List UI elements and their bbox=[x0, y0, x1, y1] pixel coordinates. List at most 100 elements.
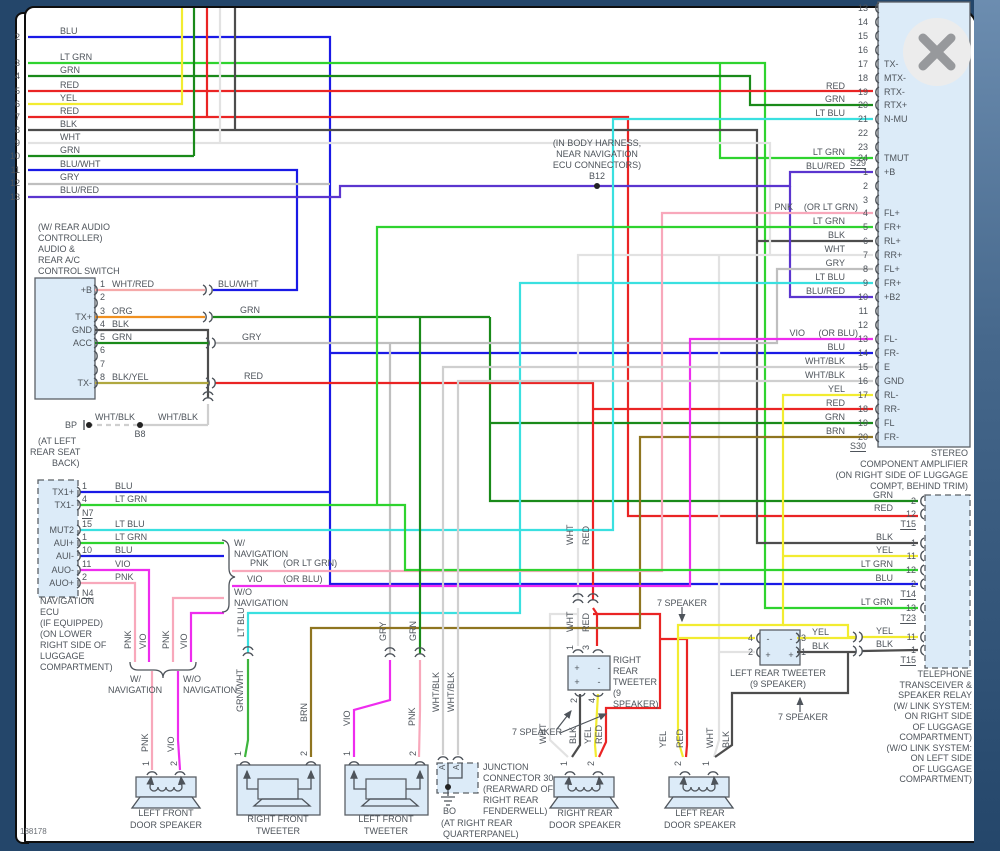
connector-s29: S29 bbox=[850, 158, 866, 168]
left-pin-11: 11 bbox=[11, 165, 20, 175]
wire-wht-15 bbox=[576, 253, 873, 600]
wire-label: 1 bbox=[141, 761, 151, 766]
wire-label: 3 bbox=[581, 645, 591, 650]
wire-label: 2 bbox=[911, 579, 916, 589]
wire-label: 2 bbox=[82, 572, 87, 582]
connector-arc-icon bbox=[564, 771, 576, 776]
wire-label: (9 SPEAKER) bbox=[750, 679, 806, 689]
wire-label: RR+ bbox=[884, 250, 902, 260]
wire-label: LT BLU bbox=[815, 272, 845, 282]
wire-label: TWEETER bbox=[256, 826, 300, 836]
wire-label: PNK bbox=[161, 630, 171, 649]
wire-label: DOOR SPEAKER bbox=[549, 820, 622, 830]
connector-arc-icon bbox=[452, 756, 464, 761]
wire-blk-45 bbox=[571, 694, 582, 758]
wire-vio-38 bbox=[352, 660, 392, 757]
pin-arc bbox=[875, 417, 880, 429]
wire-label: + bbox=[765, 650, 770, 660]
wire-label: ON RIGHT SIDE bbox=[905, 711, 972, 721]
pin-arc bbox=[93, 284, 98, 296]
wire-blk-72 bbox=[861, 648, 919, 653]
pin-arc bbox=[76, 524, 81, 536]
wire-vio-58 bbox=[232, 337, 873, 588]
navigation-option-brace bbox=[221, 539, 236, 613]
wire-label: RL+ bbox=[884, 236, 901, 246]
pin-arc bbox=[875, 113, 880, 125]
pin-arc bbox=[875, 277, 880, 289]
wire-yel-46 bbox=[593, 693, 600, 758]
wire-label: LT BLU bbox=[236, 607, 246, 637]
connector-arc-icon bbox=[574, 692, 586, 697]
wire-label: BACK) bbox=[52, 458, 80, 468]
wire-pnk-75 bbox=[417, 660, 422, 758]
wire-label: 2 bbox=[911, 496, 916, 506]
pin-arc bbox=[875, 194, 880, 206]
wire-label: YEL bbox=[60, 93, 77, 103]
wire-yel-7 bbox=[28, 8, 184, 106]
pin-arc bbox=[875, 249, 880, 261]
wire-label: RTX+ bbox=[884, 100, 907, 110]
wire-label: 17 bbox=[858, 59, 868, 69]
wire-label: RIGHT REAR bbox=[483, 795, 539, 805]
wire-label: FL+ bbox=[884, 264, 900, 274]
wire-label: (W/O LINK SYSTEM: bbox=[886, 743, 972, 753]
right-front-tweeter-box bbox=[236, 764, 321, 816]
wire-label: 18 bbox=[858, 404, 868, 414]
speaker-merge-brace bbox=[129, 661, 197, 679]
wire-label: GRY bbox=[242, 332, 261, 342]
wire-label: 6 bbox=[863, 236, 868, 246]
pin-arc bbox=[875, 44, 880, 56]
wire-label: - bbox=[767, 634, 770, 644]
wire-label: GRN bbox=[60, 65, 80, 75]
wire-label: 1 bbox=[911, 538, 916, 548]
telephone-relay-box bbox=[924, 494, 971, 669]
pin-arc bbox=[920, 550, 925, 562]
wire-label: 1 bbox=[100, 279, 105, 289]
left-rear-tweeter-box bbox=[759, 629, 801, 666]
wire-label: PNK bbox=[407, 707, 417, 726]
pin-arc bbox=[875, 361, 880, 373]
telephone-caption: TELEPHONE bbox=[917, 669, 972, 679]
wire-label: RL- bbox=[884, 390, 899, 400]
wire-label: 11 bbox=[859, 306, 868, 316]
wire-label: WHT/RED bbox=[112, 279, 154, 289]
wire-label: WHT/BLK bbox=[431, 672, 441, 712]
wire-label: LT GRN bbox=[115, 494, 147, 504]
seven-speaker-note: 7 SPEAKER bbox=[778, 712, 829, 722]
wire-label: TX1- bbox=[54, 500, 74, 510]
wire-label: FR- bbox=[884, 348, 899, 358]
left-front-tweeter-caption: LEFT FRONT bbox=[358, 814, 414, 824]
wire-label: WHT bbox=[538, 723, 548, 744]
wire-pnk-57 bbox=[232, 211, 873, 573]
wire-label: SPEAKER) bbox=[613, 699, 659, 709]
wire-label: 13 bbox=[858, 334, 868, 344]
wire-ltgrn-3 bbox=[28, 61, 918, 610]
wire-label: CONTROL SWITCH bbox=[38, 266, 120, 276]
right-rear-door-speaker-caption: RIGHT REAR bbox=[557, 808, 613, 818]
window-right-strip bbox=[974, 0, 1000, 851]
wire-label: RIGHT SIDE OF bbox=[40, 640, 107, 650]
wire-label: W/ bbox=[130, 674, 141, 684]
wire-label: 1 bbox=[82, 532, 87, 542]
connector-s30: S30 bbox=[850, 441, 866, 451]
wire-label: RTX- bbox=[884, 87, 905, 97]
wire-label: VIO bbox=[115, 559, 131, 569]
wire-label: 9 bbox=[863, 278, 868, 288]
pointer-arrow bbox=[559, 713, 608, 734]
wire-label: YEL bbox=[876, 626, 893, 636]
splice-icon bbox=[572, 593, 584, 604]
pin-arc bbox=[875, 375, 880, 387]
connector-arc-icon bbox=[592, 692, 604, 697]
wire-label: PNK bbox=[115, 572, 134, 582]
wire-label: OF LUGGAGE bbox=[912, 722, 972, 732]
pin-arc bbox=[875, 141, 880, 153]
right-front-tweeter bbox=[243, 769, 315, 807]
wire-label: WHT bbox=[825, 244, 846, 254]
wire-label: YEL bbox=[583, 727, 593, 744]
wire-label: ORG bbox=[112, 306, 133, 316]
wire-label: (AT LEFT bbox=[38, 436, 77, 446]
wire-label: 7 bbox=[863, 250, 868, 260]
left-rear-tweeter-caption: LEFT REAR TWEETER bbox=[730, 668, 826, 678]
close-button[interactable] bbox=[903, 18, 971, 86]
wire-label: T23 bbox=[900, 613, 916, 623]
